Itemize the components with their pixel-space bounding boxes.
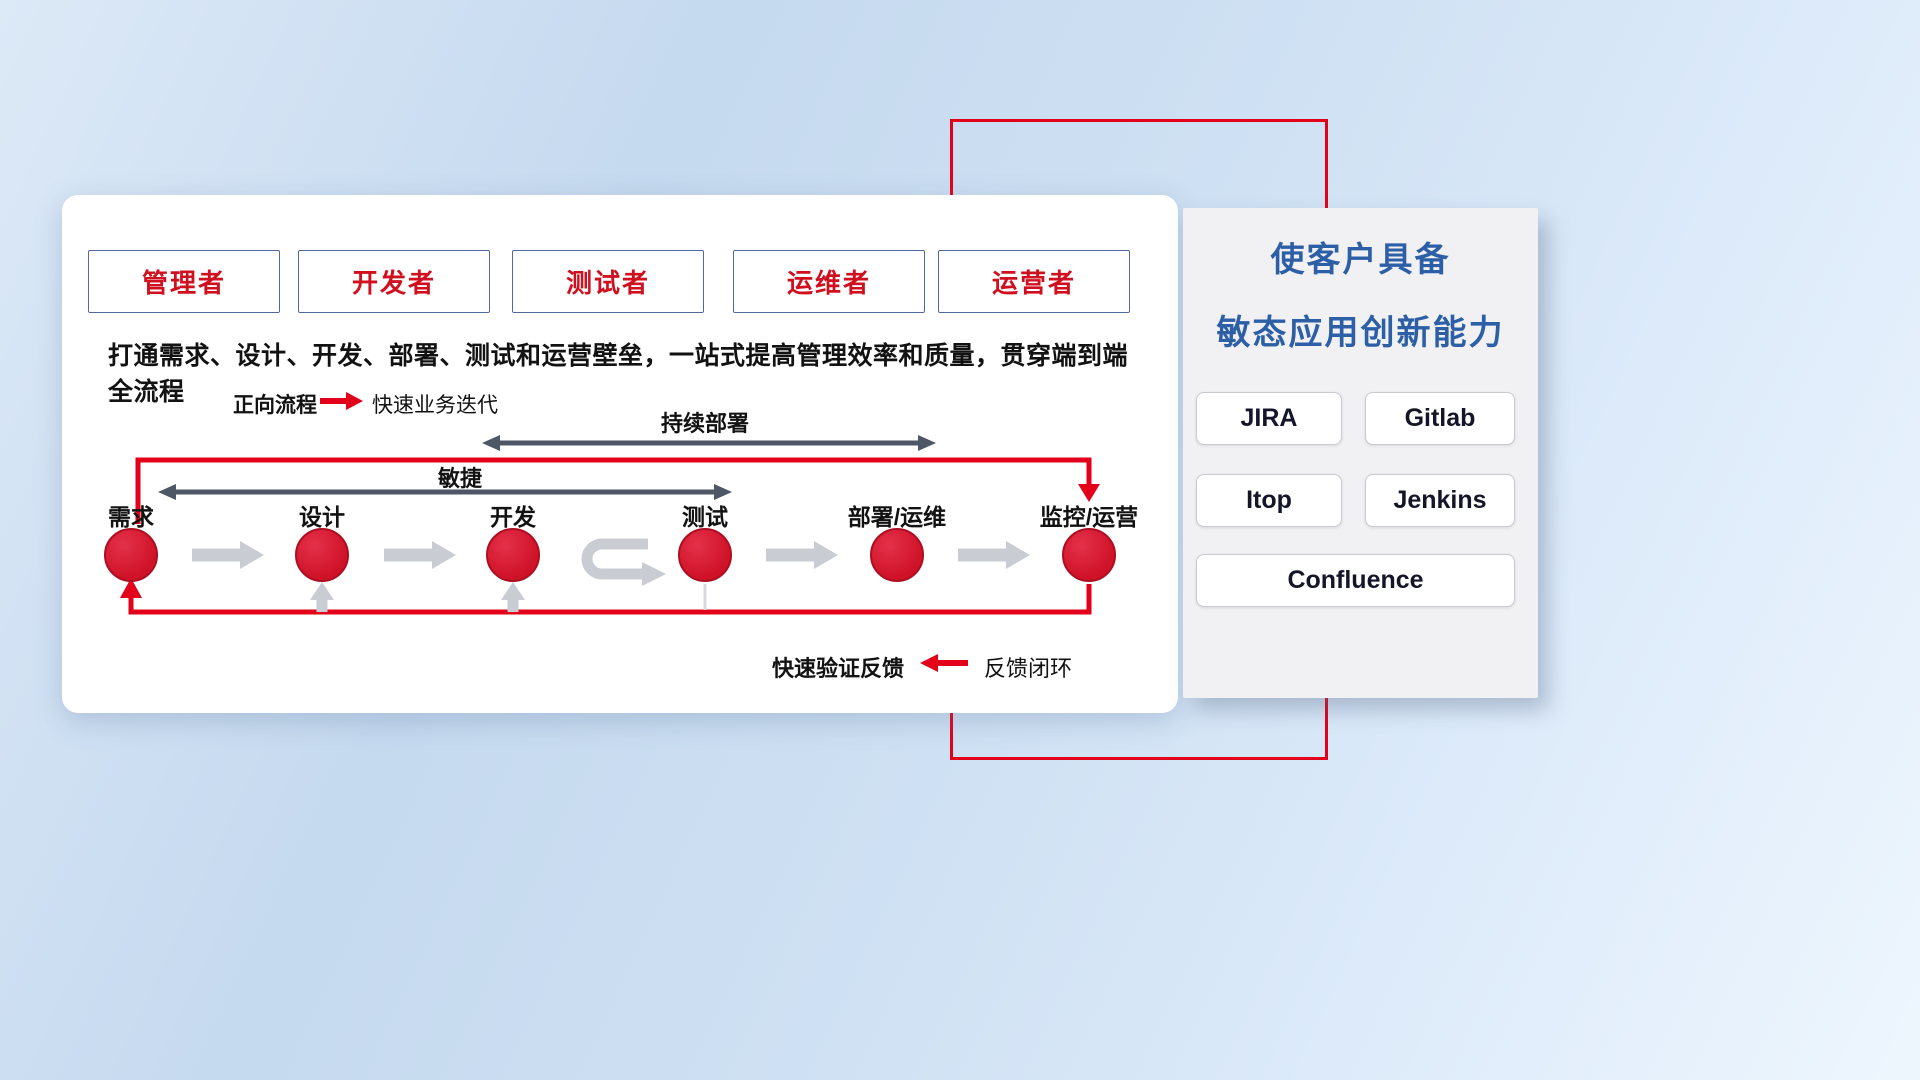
tool-label: Itop [1246,486,1292,514]
tool-badge-jira: JIRA [1196,392,1342,445]
forward-legend-value: 快速业务迭代 [372,394,498,417]
capability-title-line1: 使客户具备 [1270,241,1451,279]
role-box-operator: 运营者 [938,250,1130,313]
role-label: 测试者 [565,268,650,298]
role-box-manager: 管理者 [88,250,280,313]
stage-label-design: 设计 [299,504,345,530]
stage-node-monitor-ops [1062,528,1116,582]
tool-badge-confluence: Confluence [1196,554,1515,607]
stage-node-deploy-ops [870,528,924,582]
stage-label-requirements: 需求 [108,504,154,530]
stage-node-design [295,528,349,582]
tool-label: Gitlab [1404,404,1476,432]
stage-node-test [678,528,732,582]
feedback-legend-label: 反馈闭环 [984,656,1073,681]
feedback-legend-value: 快速验证反馈 [772,656,905,681]
tool-label: JIRA [1240,404,1298,432]
tool-badge-itop: Itop [1196,474,1342,527]
role-box-ops: 运维者 [733,250,925,313]
tool-label: Confluence [1287,566,1424,594]
stage-label-test: 测试 [682,504,728,530]
capability-panel [1183,208,1538,698]
role-box-tester: 测试者 [512,250,704,313]
role-box-developer: 开发者 [298,250,490,313]
stage-label-develop: 开发 [490,504,536,530]
forward-legend-label: 正向流程 [233,394,317,417]
panel-description: 打通需求、设计、开发、部署、测试和运营壁垒，一站式提高管理效率和质量，贯穿端到端… [108,342,1129,406]
role-label: 运维者 [786,268,871,298]
tool-badge-gitlab: Gitlab [1365,392,1515,445]
capability-title-line2: 敏态应用创新能力 [1216,314,1505,352]
role-label: 管理者 [141,268,226,298]
tool-label: Jenkins [1393,486,1487,514]
tool-badge-jenkins: Jenkins [1365,474,1515,527]
stage-label-deploy-ops: 部署/运维 [847,504,947,530]
role-label: 运营者 [991,268,1076,298]
continuous-deploy-label: 持续部署 [660,411,749,436]
role-label: 开发者 [351,268,436,298]
agile-label: 敏捷 [437,466,482,491]
stage-node-requirements [104,528,158,582]
stage-label-monitor-ops: 监控/运营 [1039,504,1139,530]
stage-node-develop [486,528,540,582]
